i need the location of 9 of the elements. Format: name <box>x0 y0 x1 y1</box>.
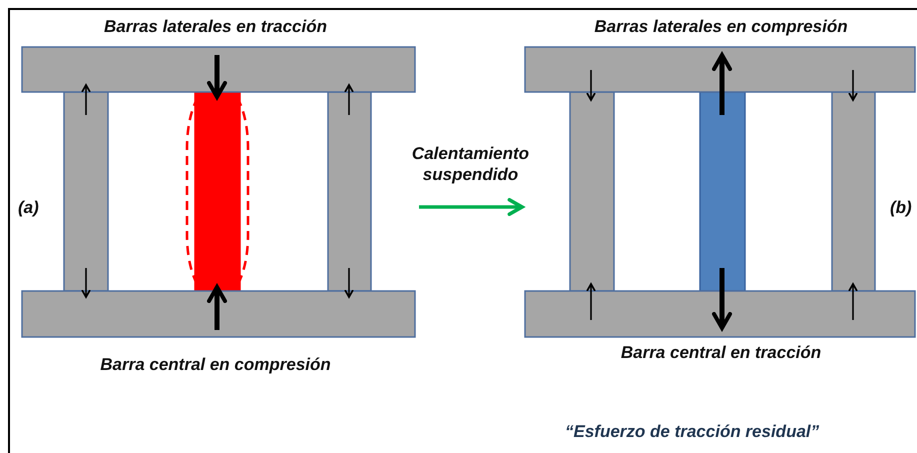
bottom-caption: Barra central en compresión <box>100 355 331 375</box>
edge-label: Calentamiento suspendido <box>410 143 530 185</box>
figure-label: (a) <box>18 198 39 218</box>
bottom-caption: Barra central en tracción <box>620 343 822 363</box>
arrow <box>419 198 524 216</box>
top-caption: Barras laterales en tracción <box>104 17 327 37</box>
top-caption: Barras laterales en compresión <box>594 17 848 37</box>
caption: “Esfuerzo de tracción residual” <box>565 422 820 442</box>
figure-label: (b) <box>890 198 912 218</box>
